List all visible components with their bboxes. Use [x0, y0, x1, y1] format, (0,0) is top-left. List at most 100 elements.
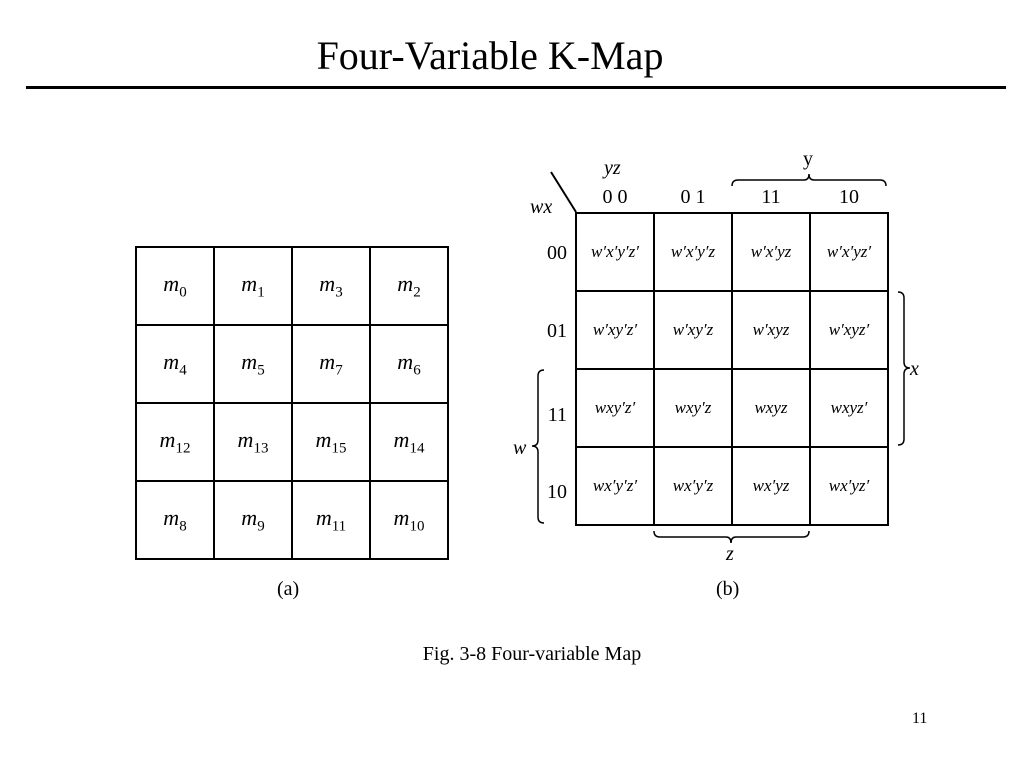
bracket-label-x: x [910, 358, 919, 380]
figure-caption: Fig. 3-8 Four-variable Map [422, 643, 642, 665]
minterm-cell: m10 [369, 480, 449, 560]
col-header-00: 0 0 [602, 186, 628, 208]
product-term-cell: wx′yz [731, 446, 811, 526]
row-header-10: 10 [547, 481, 567, 503]
minterm-index: 6 [413, 362, 421, 379]
minterm-cell: m13 [213, 402, 293, 482]
product-term-cell: wx′y′z′ [575, 446, 655, 526]
corner-label-yz: yz [604, 157, 621, 179]
minterm-index: 10 [409, 518, 425, 535]
minterm-cell: m2 [369, 246, 449, 326]
row-header-01: 01 [547, 320, 567, 342]
minterm-var: m [315, 426, 332, 452]
product-term-cell: w′xyz′ [809, 290, 889, 370]
minterm-index: 13 [253, 440, 269, 457]
bracket-label-y: y [803, 148, 813, 170]
minterm-index: 15 [331, 440, 347, 457]
minterm-var: m [241, 270, 258, 296]
caption-b: (b) [716, 578, 740, 600]
minterm-cell: m12 [135, 402, 215, 482]
corner-label-wx: wx [530, 196, 553, 218]
minterm-index: 9 [257, 518, 265, 535]
bracket-w [531, 369, 545, 524]
product-term-cell: w′x′yz [731, 212, 811, 292]
minterm-var: m [163, 504, 180, 530]
minterm-var: m [241, 348, 258, 374]
minterm-var: m [393, 504, 410, 530]
product-term-cell: wxy′z′ [575, 368, 655, 448]
bracket-z [653, 530, 810, 544]
minterm-cell: m14 [369, 402, 449, 482]
minterm-cell: m15 [291, 402, 371, 482]
minterm-cell: m1 [213, 246, 293, 326]
minterm-index: 2 [413, 284, 421, 301]
bracket-label-z: z [726, 543, 734, 565]
product-term-cell: wxyz [731, 368, 811, 448]
minterm-var: m [393, 426, 410, 452]
product-term-cell: w′xy′z [653, 290, 733, 370]
minterm-cell: m8 [135, 480, 215, 560]
minterm-index: 5 [257, 362, 265, 379]
minterm-var: m [315, 504, 332, 530]
minterm-cell: m11 [291, 480, 371, 560]
product-term-cell: wxy′z [653, 368, 733, 448]
minterm-index: 4 [179, 362, 187, 379]
row-header-00: 00 [547, 242, 567, 264]
title-divider [26, 86, 1006, 89]
minterm-cell: m0 [135, 246, 215, 326]
minterm-cell: m9 [213, 480, 293, 560]
bracket-label-w: w [513, 437, 527, 459]
product-term-cell: wx′y′z [653, 446, 733, 526]
minterm-var: m [163, 270, 180, 296]
product-term-cell: wx′yz′ [809, 446, 889, 526]
minterm-cell: m6 [369, 324, 449, 404]
minterm-index: 7 [335, 362, 343, 379]
minterm-var: m [319, 270, 336, 296]
minterm-index: 8 [179, 518, 187, 535]
minterm-index: 1 [257, 284, 265, 301]
minterm-index: 3 [335, 284, 343, 301]
col-header-11: 11 [761, 186, 781, 208]
minterm-var: m [397, 348, 414, 374]
minterm-var: m [397, 270, 414, 296]
minterm-var: m [159, 426, 176, 452]
minterm-cell: m3 [291, 246, 371, 326]
product-term-cell: w′xyz [731, 290, 811, 370]
minterm-var: m [319, 348, 336, 374]
minterm-var: m [241, 504, 258, 530]
product-term-cell: w′x′yz′ [809, 212, 889, 292]
minterm-index: 12 [175, 440, 191, 457]
minterm-index: 11 [331, 518, 347, 535]
minterm-var: m [163, 348, 180, 374]
col-header-01: 0 1 [680, 186, 706, 208]
minterm-cell: m4 [135, 324, 215, 404]
product-term-cell: w′xy′z′ [575, 290, 655, 370]
minterm-index: 14 [409, 440, 425, 457]
minterm-var: m [237, 426, 254, 452]
bracket-y [731, 173, 887, 187]
page-number: 11 [912, 710, 928, 727]
minterm-cell: m5 [213, 324, 293, 404]
col-header-10: 10 [839, 186, 859, 208]
product-term-cell: wxyz′ [809, 368, 889, 448]
product-term-cell: w′x′y′z [653, 212, 733, 292]
corner-diagonal [550, 171, 577, 213]
row-header-11: 11 [547, 404, 567, 426]
product-term-cell: w′x′y′z′ [575, 212, 655, 292]
slide-title: Four-Variable K-Map [316, 33, 664, 78]
minterm-cell: m7 [291, 324, 371, 404]
bracket-x [897, 291, 911, 446]
caption-a: (a) [277, 578, 300, 600]
minterm-index: 0 [179, 284, 187, 301]
